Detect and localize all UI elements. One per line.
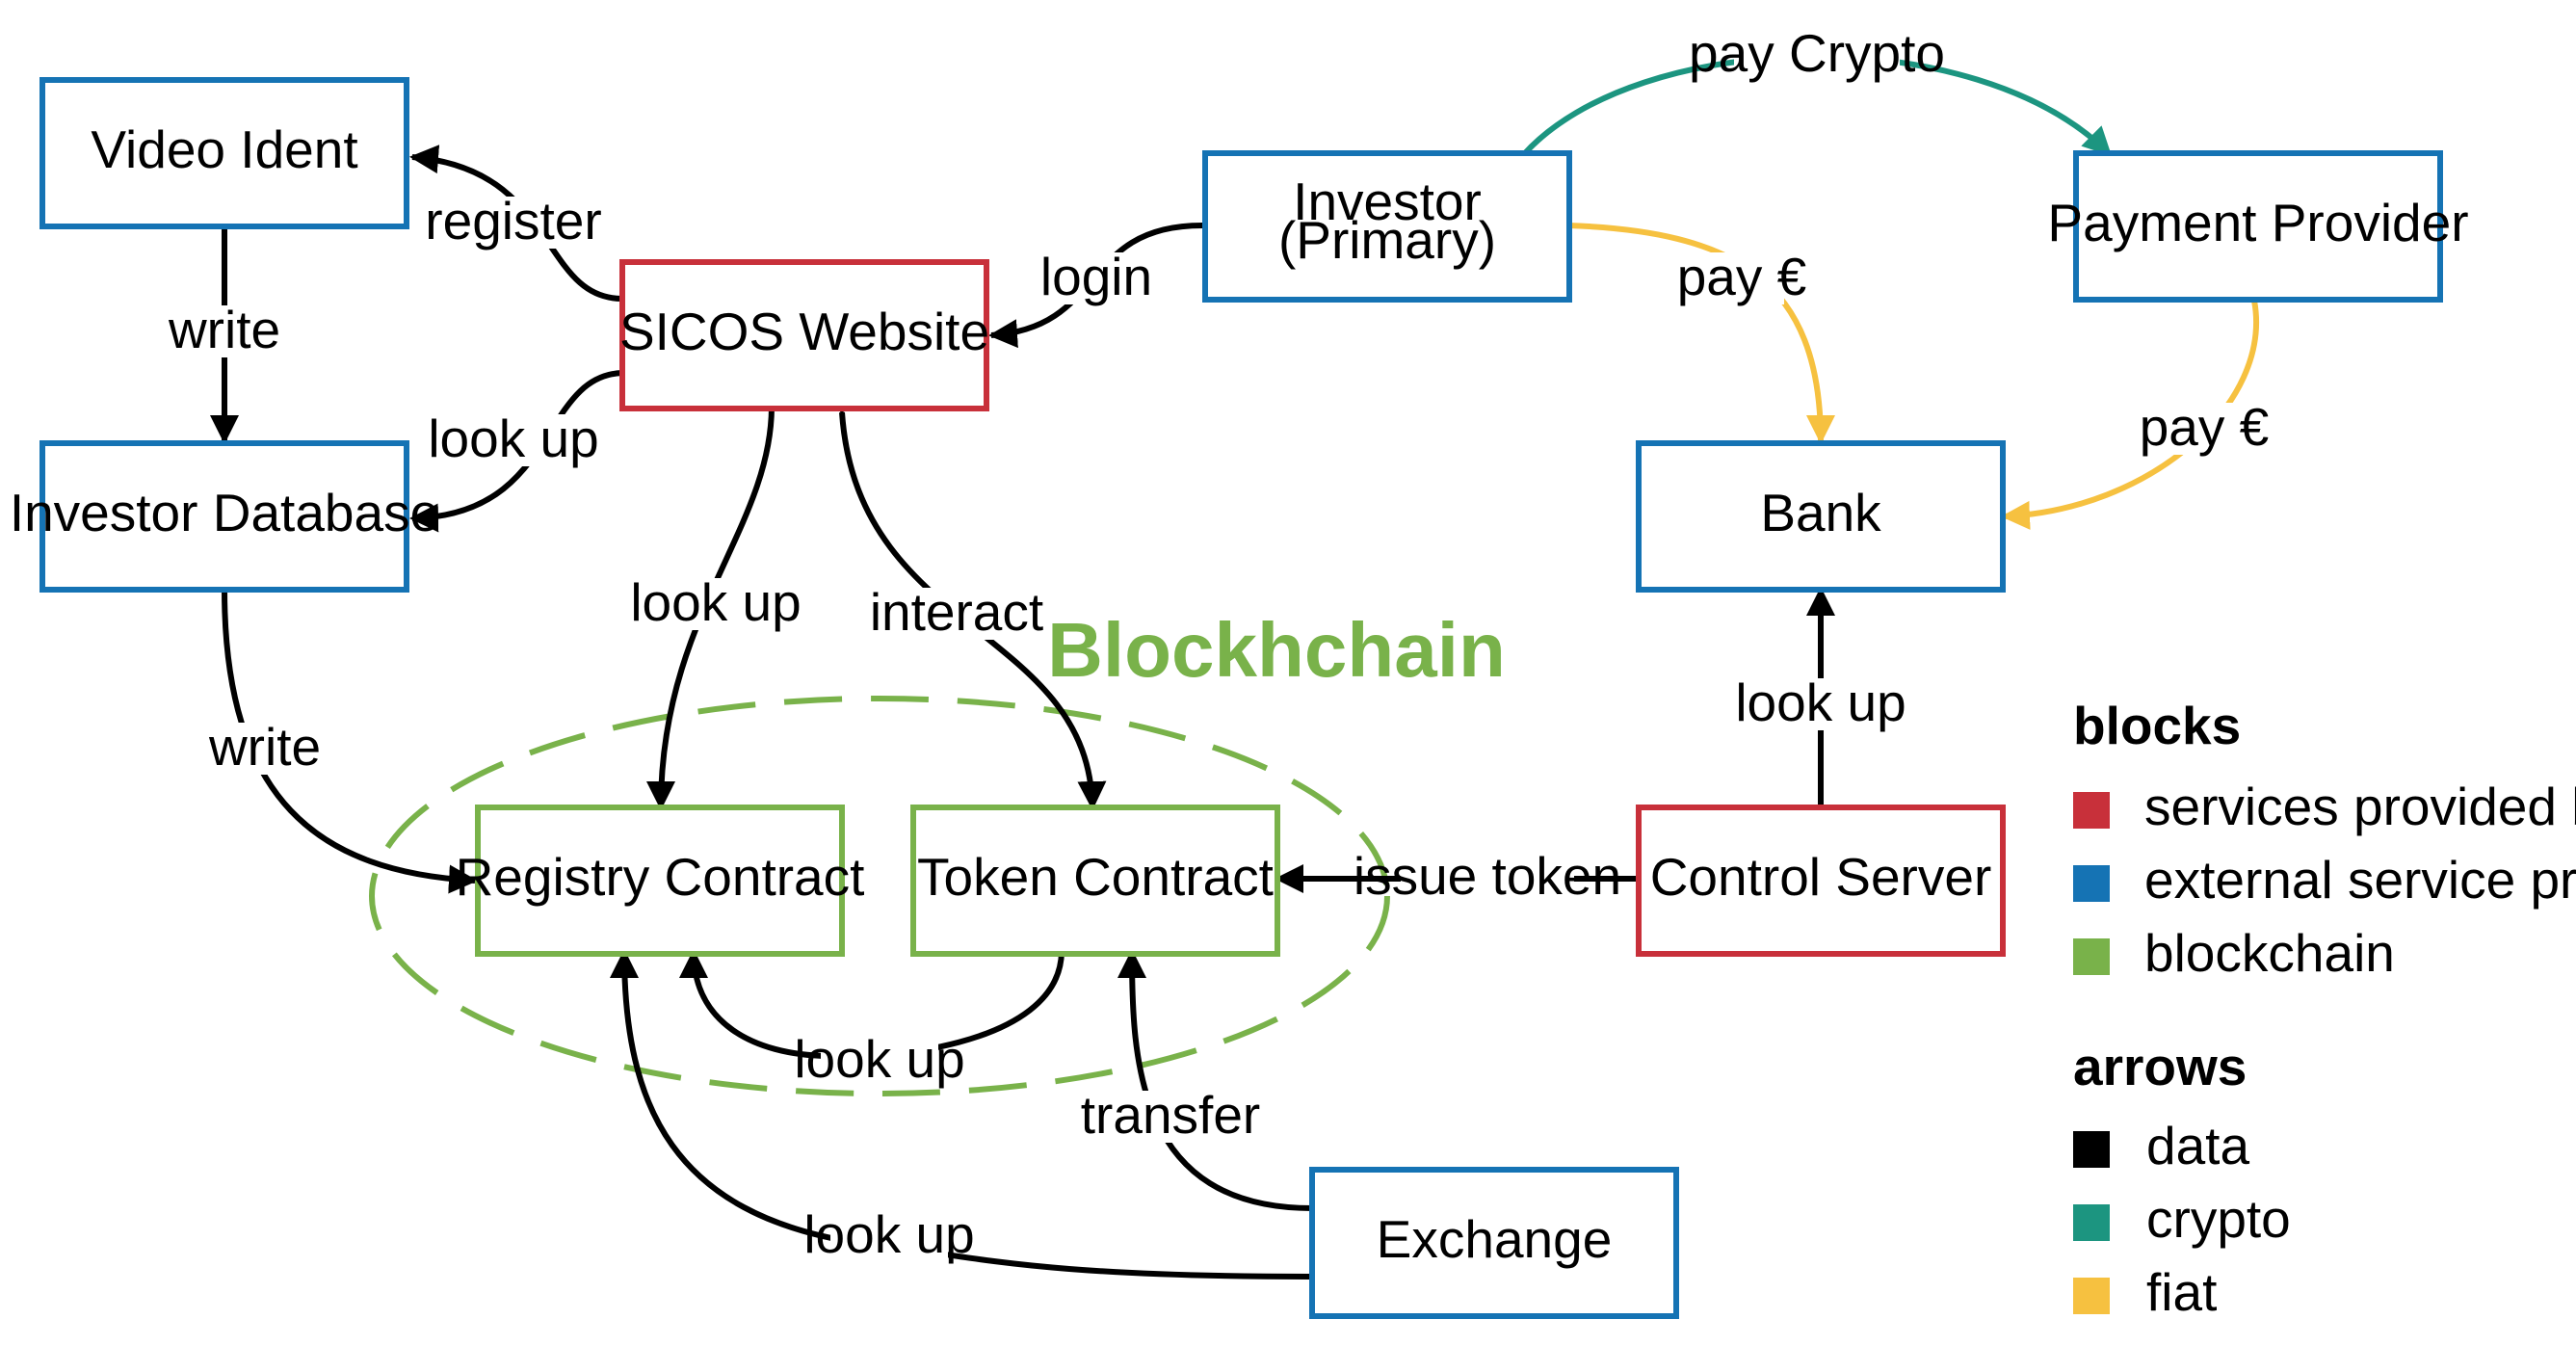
svg-text:write: write [208, 717, 321, 777]
edge-write-db-to-registry [222, 589, 478, 894]
edge-label-pay-crypto: pay Crypto [1689, 23, 1945, 83]
edge-label-look-up-registry: look up [630, 572, 801, 632]
legend-blocks-title: blocks [2073, 696, 2241, 755]
legend-swatch-fiat [2073, 1278, 2110, 1314]
svg-text:transfer: transfer [1081, 1085, 1260, 1145]
svg-text:look up: look up [630, 572, 801, 632]
edge-label-pay-euro-2: pay € [2140, 397, 2270, 457]
legend-swatch-sicos [2073, 792, 2110, 829]
svg-text:Payment Provider: Payment Provider [2047, 193, 2468, 252]
edge-label-login: login [1040, 247, 1152, 306]
svg-text:Registry Contract: Registry Contract [456, 847, 865, 907]
legend-label-external: external service provider [2144, 850, 2576, 910]
svg-text:(Primary): (Primary) [1278, 210, 1496, 270]
svg-text:register: register [425, 191, 601, 251]
node-token-contract: Token Contract [910, 805, 1280, 957]
svg-text:Video Ident: Video Ident [91, 119, 357, 179]
svg-text:look up: look up [803, 1204, 974, 1264]
legend-label-blockchain: blockchain [2144, 923, 2395, 983]
edge-label-interact: interact [870, 582, 1043, 642]
node-exchange: Exchange [1309, 1167, 1679, 1319]
edge-label-pay-euro-1: pay € [1677, 247, 1807, 306]
svg-text:SICOS Website: SICOS Website [619, 302, 989, 361]
edge-transfer [1117, 949, 1313, 1211]
legend-swatch-blockchain [2073, 938, 2110, 975]
legend-label-crypto: crypto [2146, 1189, 2291, 1249]
legend-arrows-title: arrows [2073, 1037, 2247, 1096]
legend-label-fiat: fiat [2146, 1262, 2217, 1322]
legend-swatch-crypto [2073, 1204, 2110, 1241]
legend: blocks services provided by SICOS extern… [2073, 696, 2576, 1322]
edge-label-look-up-db: look up [428, 409, 598, 468]
node-investor-primary: Investor (Primary) [1202, 150, 1572, 303]
edge-label-look-up-bank: look up [1735, 673, 1906, 732]
node-bank: Bank [1636, 440, 2006, 593]
blockchain-title: Blockhchain [1047, 607, 1506, 693]
edge-label-transfer: transfer [1081, 1085, 1260, 1145]
legend-swatch-data [2073, 1131, 2110, 1168]
edge-label-write-1: write [168, 300, 280, 359]
node-control-server: Control Server [1636, 805, 2006, 957]
edge-label-register: register [425, 191, 601, 251]
svg-text:Investor: Investor [1293, 172, 1482, 231]
legend-label-data: data [2146, 1116, 2249, 1175]
svg-text:Token Contract: Token Contract [917, 847, 1274, 907]
edge-label-write-2: write [208, 717, 321, 777]
edge-label-look-up-contracts: look up [794, 1029, 964, 1089]
svg-text:look up: look up [428, 409, 598, 468]
svg-text:look up: look up [794, 1029, 964, 1089]
svg-text:Investor Database: Investor Database [10, 483, 439, 542]
node-registry-contract: Registry Contract [456, 805, 865, 957]
node-sicos-website: SICOS Website [619, 259, 989, 411]
node-investor-database: Investor Database [10, 440, 439, 593]
svg-text:Exchange: Exchange [1377, 1209, 1613, 1269]
svg-text:write: write [168, 300, 280, 359]
svg-text:Bank: Bank [1760, 483, 1881, 542]
svg-text:look up: look up [1735, 673, 1906, 732]
svg-text:pay Crypto: pay Crypto [1689, 23, 1945, 83]
svg-text:pay €: pay € [1677, 247, 1807, 306]
legend-label-sicos: services provided by SICOS [2144, 777, 2576, 836]
edge-label-look-up-exchange: look up [803, 1204, 974, 1264]
node-video-ident: Video Ident [39, 77, 409, 229]
legend-swatch-external [2073, 865, 2110, 902]
svg-text:Control Server: Control Server [1650, 847, 1992, 907]
svg-text:pay €: pay € [2140, 397, 2270, 457]
svg-text:interact: interact [870, 582, 1043, 642]
node-payment-provider: Payment Provider [2047, 150, 2469, 303]
edge-label-issue-token: issue token [1354, 846, 1621, 906]
svg-text:login: login [1040, 247, 1152, 306]
svg-text:issue token: issue token [1354, 846, 1621, 906]
